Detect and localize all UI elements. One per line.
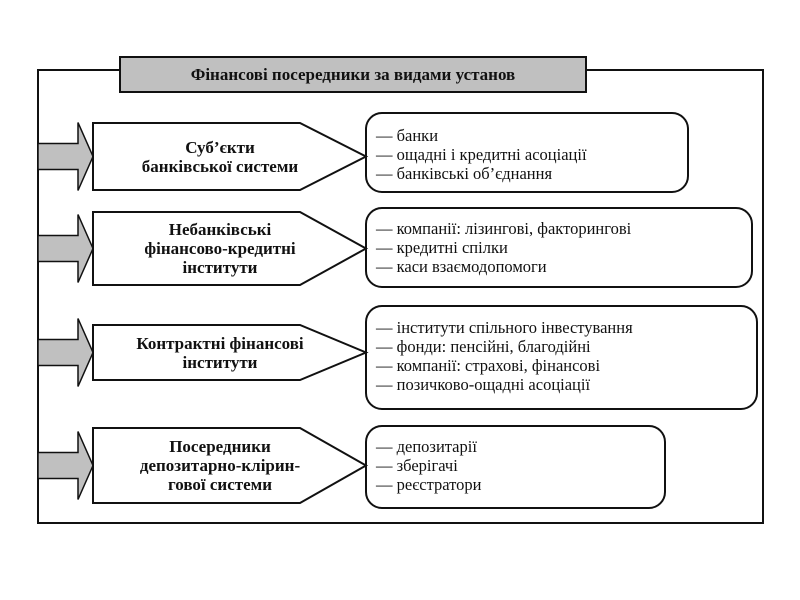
items-list-depository: — депозитарії — зберігачі — реєстратори [376, 437, 482, 494]
items-list-banking: — банки — ощадні і кредитні асоціації — … [376, 126, 587, 183]
list-item: — зберігачі [376, 456, 458, 475]
arrow-icon [37, 318, 94, 387]
items-box [365, 305, 758, 410]
title-box [119, 56, 587, 93]
list-item: — депозитарії [376, 437, 477, 456]
arrow-icon [37, 122, 94, 191]
category-pentagon [92, 427, 369, 504]
category-label-line: Небанківські [168, 220, 272, 239]
category-label-line: Контрактні фінансові [136, 333, 304, 353]
category-label-line: банківської системи [141, 156, 299, 176]
arrow-icon [37, 214, 94, 283]
list-item: — ощадні і кредитні асоціації [376, 145, 587, 164]
category-pentagon [92, 324, 369, 381]
list-item: — позичково-ощадні асоціації [376, 375, 591, 394]
list-item: — кредитні спілки [376, 238, 508, 257]
diagram-title: Фінансові посередники за видами установ [190, 65, 516, 84]
arrow-icon [37, 431, 94, 500]
category-label-line: інститути [182, 352, 258, 372]
list-item: — каси взаємодопомоги [376, 257, 547, 276]
category-label-line: гової системи [167, 475, 273, 494]
items-list-contract: — інститути спільного інвестування — фон… [376, 318, 633, 394]
list-item: — банківські об’єднання [376, 164, 553, 183]
category-label-line: Посередники [169, 437, 271, 456]
items-box [365, 112, 689, 193]
list-item: — банки [376, 126, 439, 145]
items-list-nonbank: — компанії: лізингові, факторингові — кр… [376, 219, 631, 276]
items-box [365, 425, 666, 509]
list-item: — компанії: лізингові, факторингові [376, 219, 632, 238]
list-item: — інститути спільного інвестування [376, 318, 633, 337]
list-item: — реєстратори [376, 475, 482, 494]
category-pentagon [92, 122, 369, 191]
category-label-line: інститути [182, 258, 258, 277]
list-item: — компанії: страхові, фінансові [376, 356, 601, 375]
category-label-line: фінансово-кредитні [144, 239, 296, 258]
list-item: — фонди: пенсійні, благодійні [376, 337, 591, 356]
category-label-line: Суб’єкти [185, 137, 255, 157]
category-pentagon [92, 211, 369, 286]
category-label-line: депозитарно-клірин- [139, 456, 301, 475]
